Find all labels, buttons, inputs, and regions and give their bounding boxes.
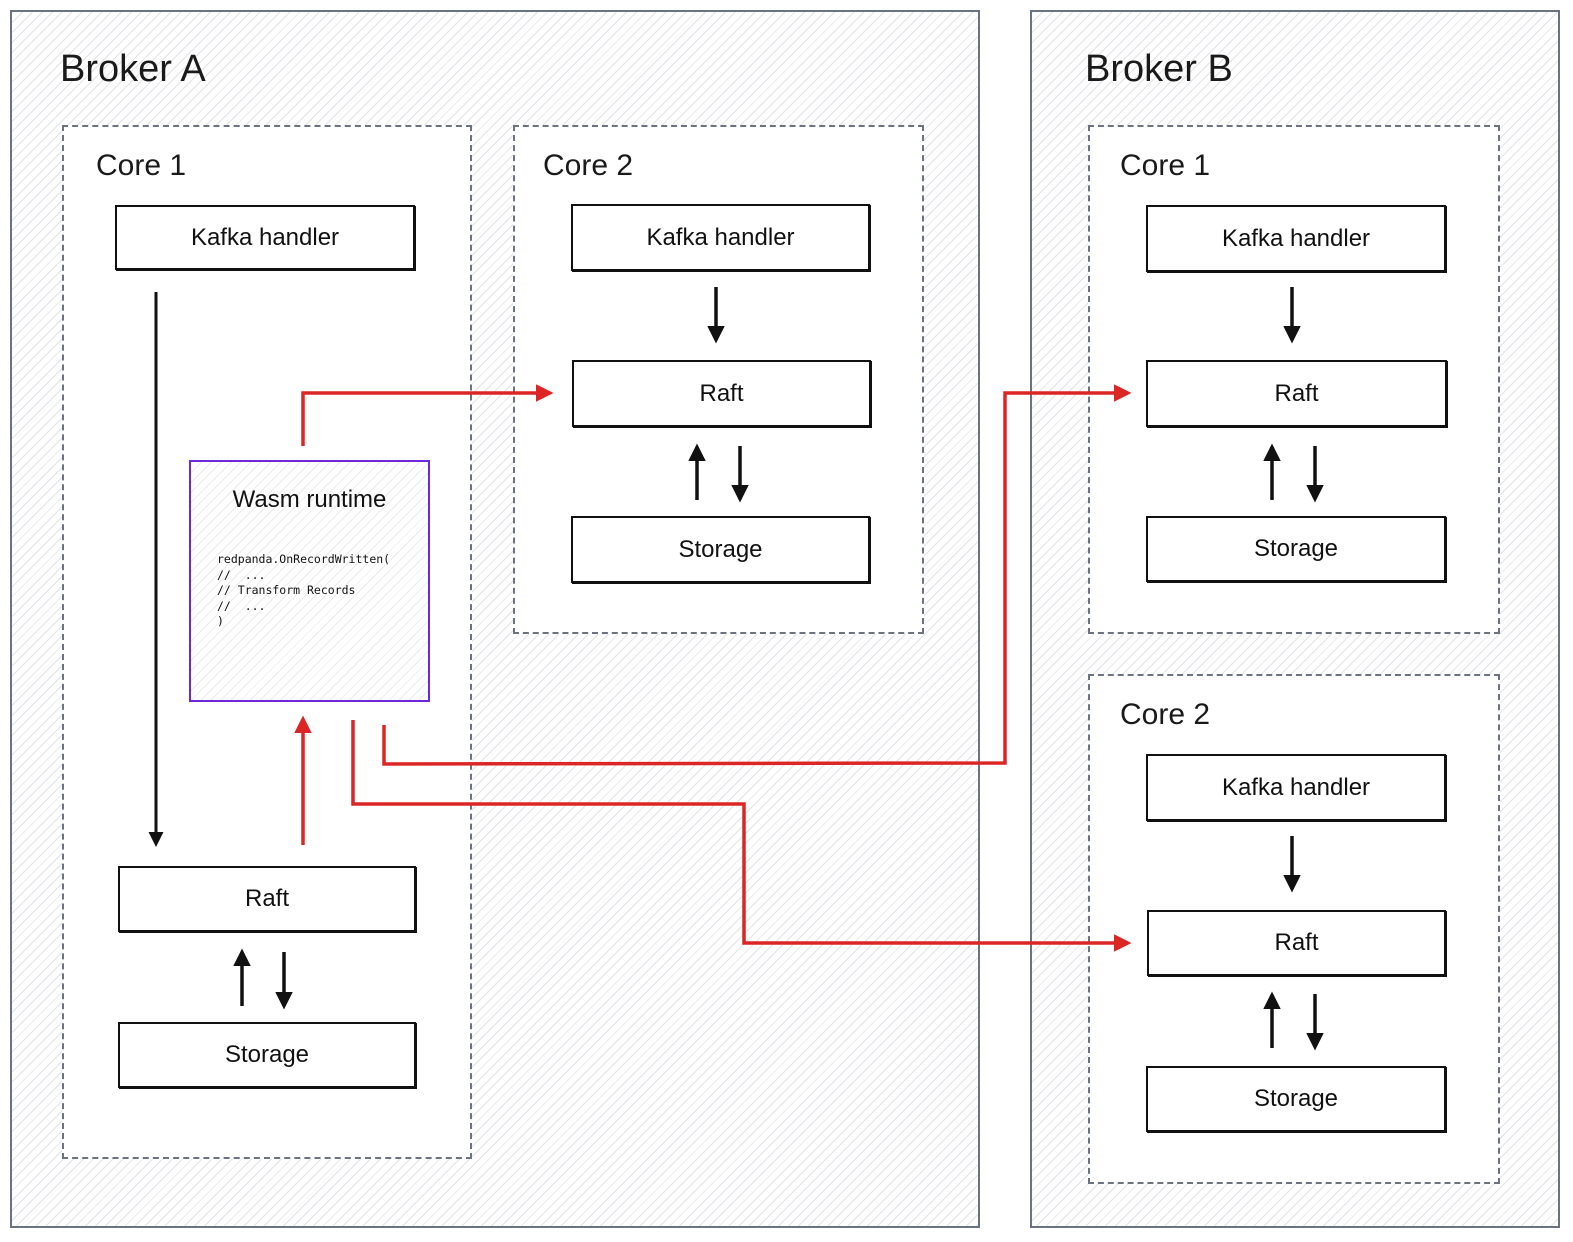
wasm-runtime-title: Wasm runtime — [232, 486, 387, 513]
broker-a-core-1-storage: Storage — [118, 1022, 416, 1088]
broker-b-title: Broker B — [1085, 48, 1233, 90]
broker-a-title: Broker A — [60, 48, 206, 90]
broker-a-core-2-title: Core 2 — [543, 149, 634, 182]
broker-b-core-2-storage: Storage — [1146, 1066, 1446, 1132]
broker-b-core-2-title: Core 2 — [1120, 698, 1211, 731]
arrow-wasm-to-b2-raft — [351, 720, 1132, 952]
broker-b-core-1-raft: Raft — [1146, 360, 1447, 427]
broker-b-core-1-kafka-handler: Kafka handler — [1146, 205, 1446, 272]
broker-b-core-2-raft: Raft — [1147, 910, 1446, 976]
broker-a-core-2-kafka-handler: Kafka handler — [571, 204, 870, 271]
broker-a-core-2-raft: Raft — [572, 360, 871, 427]
broker-a-core-1-title: Core 1 — [96, 149, 187, 182]
code-line: redpanda.OnRecordWritten( — [217, 552, 391, 566]
broker-b-core-2-kafka-handler: Kafka handler — [1146, 754, 1446, 821]
code-line: ) — [217, 614, 224, 628]
arrow-wasm-to-b1-raft — [382, 384, 1132, 766]
transform-code: redpanda.OnRecordWritten( // ... // Tran… — [217, 552, 390, 630]
broker-b-core-1-title: Core 1 — [1120, 149, 1211, 182]
broker-a-core-1-kafka-handler: Kafka handler — [115, 205, 415, 270]
wasm-runtime: Wasm runtime redpanda.OnRecordWritten( /… — [189, 460, 430, 702]
code-line: // ... — [217, 567, 266, 582]
code-line: // ... — [217, 598, 266, 613]
broker-a-core-1-raft: Raft — [118, 866, 416, 932]
code-line: // Transform Records — [217, 583, 356, 597]
broker-b-core-1-storage: Storage — [1146, 516, 1446, 582]
broker-a-core-2-storage: Storage — [571, 516, 870, 583]
arrow-wasm-to-a2-raft — [301, 384, 554, 446]
